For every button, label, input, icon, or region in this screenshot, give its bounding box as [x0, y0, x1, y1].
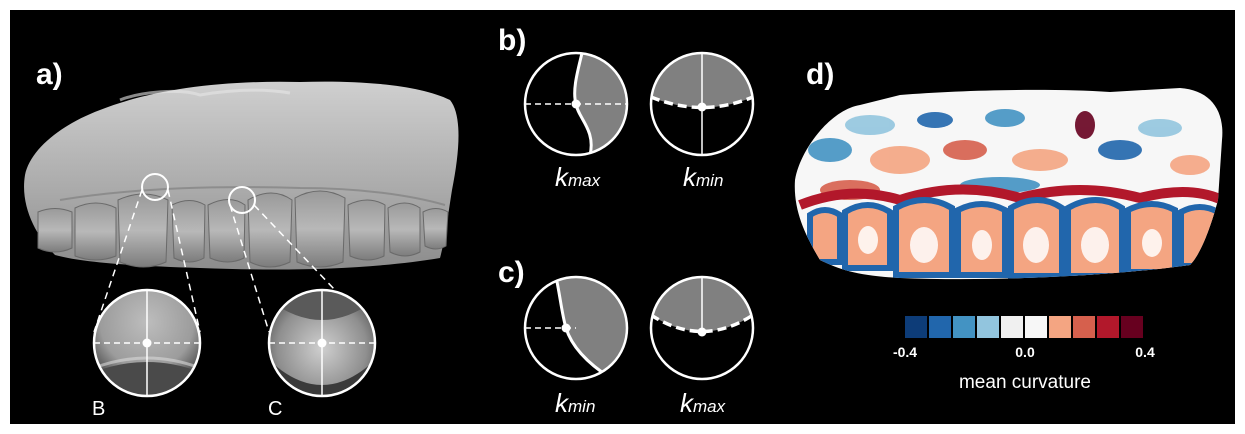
- diagram-c-kmax: [651, 277, 753, 379]
- panel-label-d: d): [806, 58, 834, 91]
- colorbar-swatch: [905, 316, 927, 338]
- colorbar-swatch: [1049, 316, 1071, 338]
- panel-label-c: c): [498, 256, 525, 289]
- colorbar-swatch: [929, 316, 951, 338]
- panel-label-b: b): [498, 24, 526, 57]
- colorbar-swatch: [1097, 316, 1119, 338]
- colorbar-swatch: [1001, 316, 1023, 338]
- colorbar-swatch: [1121, 316, 1143, 338]
- diagram-b-kmin: [651, 53, 753, 155]
- colorbar-tick-max: 0.4: [1135, 344, 1155, 360]
- colorbar-swatch: [1073, 316, 1095, 338]
- label-b-kmin: kmin: [683, 162, 723, 192]
- jaw-curvature-map: [790, 85, 1230, 285]
- colorbar-title: mean curvature: [959, 372, 1091, 393]
- colorbar-tick-mid: 0.0: [1015, 344, 1035, 360]
- callout-label-c: C: [268, 398, 282, 420]
- diagram-c-kmin: [525, 277, 627, 379]
- colorbar: [905, 316, 1143, 338]
- panel-label-a: a): [36, 58, 63, 91]
- label-c-kmax: kmax: [680, 388, 726, 418]
- label-b-kmax: kmax: [555, 162, 601, 192]
- label-c-kmin: kmin: [555, 388, 595, 418]
- diagram-b-kmax: [525, 53, 627, 155]
- zoom-circle-c: [269, 290, 375, 396]
- colorbar-swatch: [977, 316, 999, 338]
- colorbar-swatch: [953, 316, 975, 338]
- callout-label-b: B: [92, 398, 105, 420]
- zoom-circle-b: [94, 290, 200, 396]
- jaw-3d-model: [24, 82, 458, 332]
- colorbar-tick-min: -0.4: [893, 344, 917, 360]
- colorbar-swatch: [1025, 316, 1047, 338]
